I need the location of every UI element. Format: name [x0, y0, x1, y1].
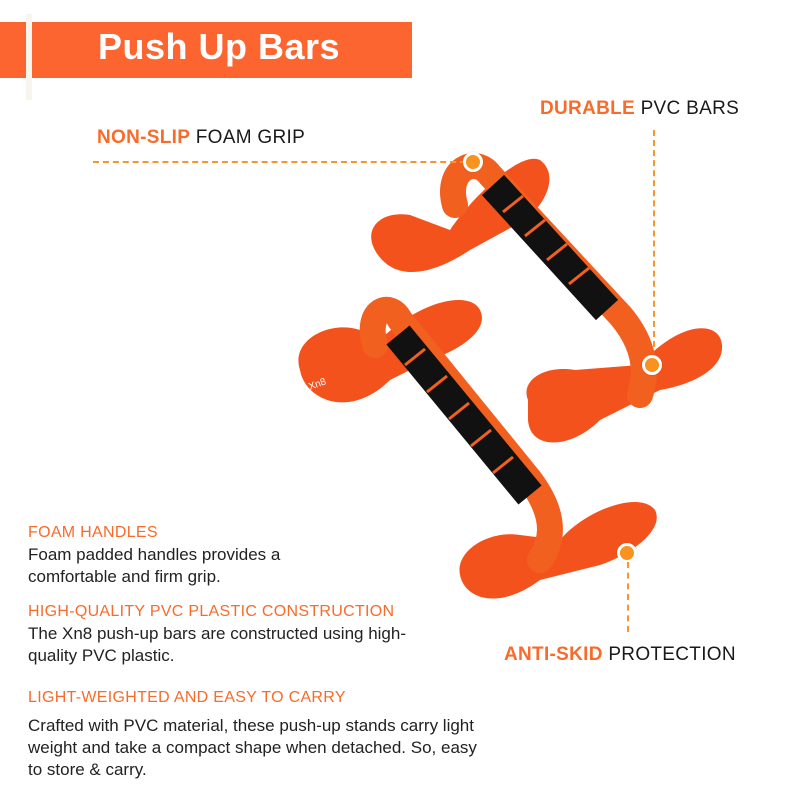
- callout-grip: NON-SLIP FOAM GRIP: [97, 127, 306, 148]
- banner-divider: [26, 14, 32, 100]
- base-marker-dot: [617, 543, 637, 563]
- feature-foam-handles: FOAM HANDLES Foam padded handles provide…: [28, 524, 281, 586]
- feature-lightweight: LIGHT-WEIGHTED AND EASY TO CARRY Crafted…: [28, 689, 477, 779]
- base-leader-line: [627, 562, 629, 632]
- callout-bars: DURABLE PVC BARS: [540, 98, 740, 119]
- feature-pvc-construction: HIGH-QUALITY PVC PLASTIC CONSTRUCTION Th…: [28, 603, 407, 665]
- page-title: Push Up Bars: [98, 26, 341, 67]
- grip-marker-dot: [463, 152, 483, 172]
- title-banner: [0, 22, 412, 78]
- callout-base: ANTI-SKID PROTECTION: [504, 644, 736, 665]
- bars-marker-dot: [642, 355, 662, 375]
- grip-leader-line: [93, 161, 466, 163]
- bars-leader-line: [653, 130, 655, 347]
